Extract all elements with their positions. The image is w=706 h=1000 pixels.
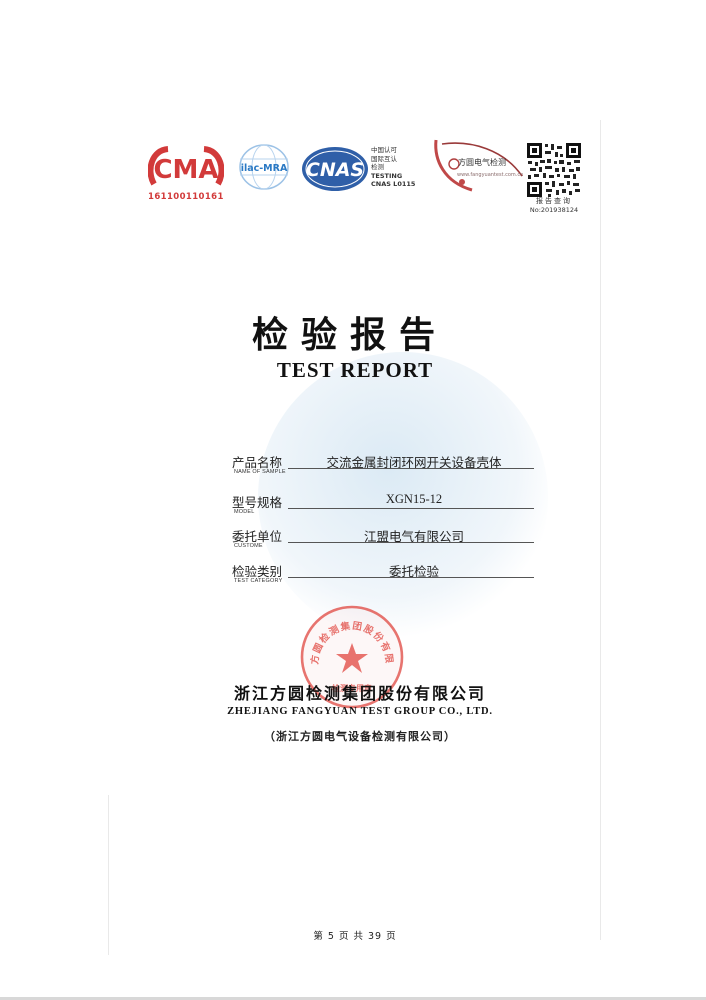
field-product-name: 产品名称 NAME OF SAMPLE 交流金属封闭环网开关设备壳体 — [232, 452, 534, 488]
field-underline — [288, 542, 534, 543]
field-value: XGN15-12 — [385, 492, 443, 506]
cma-logo-text: CMA — [153, 155, 218, 185]
seal-bottom-text: 检测专用章 — [332, 683, 372, 693]
field-label-en: CUSTOME — [234, 543, 263, 549]
ilac-mra-logo: ilac-MRA — [232, 141, 296, 197]
field-label-cn: 委托单位 — [232, 529, 283, 544]
field-label-en: MODEL — [234, 509, 255, 515]
field-underline — [288, 577, 534, 578]
cnas-logo-mark: CNAS — [302, 147, 368, 191]
cnas-accreditation-text: 中国认可 国际互认 检测 TESTING CNAS L0115 — [371, 146, 423, 189]
cnas-line: TESTING — [371, 171, 403, 180]
field-underline — [288, 468, 534, 469]
field-model: 型号规格 MODEL XGN15-12 — [232, 492, 534, 528]
report-title-en: TEST REPORT — [276, 358, 434, 382]
cnas-logo-text: CNAS — [306, 159, 364, 181]
fangyuan-label: 方圆电气检测 — [458, 158, 506, 167]
seal-star-icon — [336, 643, 368, 673]
page-number: 第 5 页 共 39 页 — [313, 931, 397, 942]
cnas-logo: CNAS — [300, 144, 370, 194]
field-client: 委托单位 CUSTOME 江盟电气有限公司 — [232, 526, 534, 562]
field-label-cn: 型号规格 — [232, 495, 283, 510]
official-seal: 浙江方圆检测集团股份有限公司 检测专用章 — [298, 603, 404, 709]
cma-logo-mark: CMA — [148, 146, 224, 186]
field-label-cn: 检验类别 — [232, 564, 283, 579]
cma-logo: CMA 161100110161 — [148, 146, 224, 204]
field-value: 江盟电气有限公司 — [363, 530, 464, 544]
field-value: 交流金属封闭环网开关设备壳体 — [326, 456, 502, 470]
field-test-category: 检验类别 TEST CATEGORY 委托检验 — [232, 561, 534, 597]
cnas-line: 检测 — [371, 163, 384, 171]
field-label-en: TEST CATEGORY — [234, 578, 283, 584]
fangyuan-logo — [432, 138, 524, 198]
field-label-cn: 产品名称 — [232, 455, 283, 470]
fangyuan-arc-icon — [434, 139, 523, 192]
report-qr-code[interactable] — [526, 142, 582, 198]
background-watermark — [258, 352, 548, 642]
field-value: 委托检验 — [388, 565, 439, 579]
field-underline — [288, 508, 534, 509]
fangyuan-url: www.fangyuantest.com.cn — [457, 172, 524, 178]
ilac-logo-text: ilac-MRA — [241, 163, 288, 174]
scan-edge-left — [108, 795, 109, 955]
qr-label: 报告查询 — [536, 197, 572, 205]
scan-edge-right — [600, 120, 601, 940]
report-title-cn: 检验报告 — [251, 315, 448, 356]
cnas-line: 中国认可 — [371, 146, 397, 154]
ilac-globe-icon: ilac-MRA — [239, 144, 289, 190]
cma-number: 161100110161 — [148, 192, 224, 202]
cnas-line: 国际互认 — [371, 154, 397, 163]
issuer-name-en: ZHEJIANG FANGYUAN TEST GROUP CO., LTD. — [227, 706, 493, 717]
field-label-en: NAME OF SAMPLE — [234, 469, 286, 475]
qr-report-number: No:201938124 — [529, 206, 579, 214]
issuer-name-cn: 浙江方圆检测集团股份有限公司 — [233, 684, 486, 703]
cnas-line: CNAS L0115 — [371, 180, 416, 188]
issuer-subsidiary-cn: （浙江方圆电气设备检测有限公司） — [264, 730, 456, 743]
